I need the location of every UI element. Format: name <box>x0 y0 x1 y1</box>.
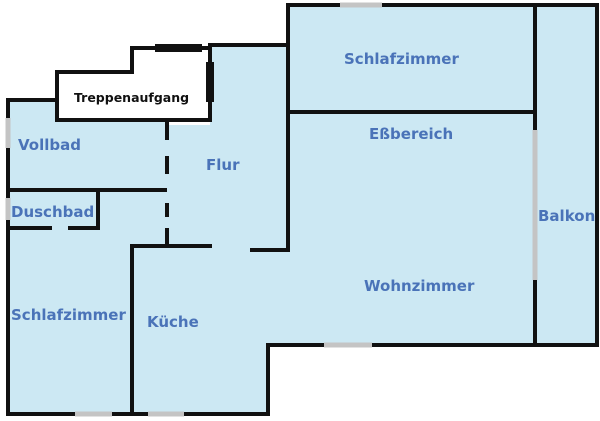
room-label-schlafzimmer-left: Schlafzimmer <box>11 306 126 324</box>
windows <box>5 2 538 417</box>
stair-label: Treppenaufgang <box>74 90 189 105</box>
room-label-wohnzimmer: Wohnzimmer <box>364 277 475 295</box>
room-label-kueche: Küche <box>147 313 199 331</box>
room-label-flur: Flur <box>206 156 240 174</box>
room-label-balkon: Balkon <box>538 207 595 225</box>
room-label-schlafzimmer-top: Schlafzimmer <box>344 50 459 68</box>
room-label-vollbad: Vollbad <box>18 136 81 154</box>
room-label-duschbad: Duschbad <box>11 203 94 221</box>
stair-area <box>57 72 210 120</box>
room-label-essbereich: Eßbereich <box>369 125 453 143</box>
walls <box>6 3 599 416</box>
